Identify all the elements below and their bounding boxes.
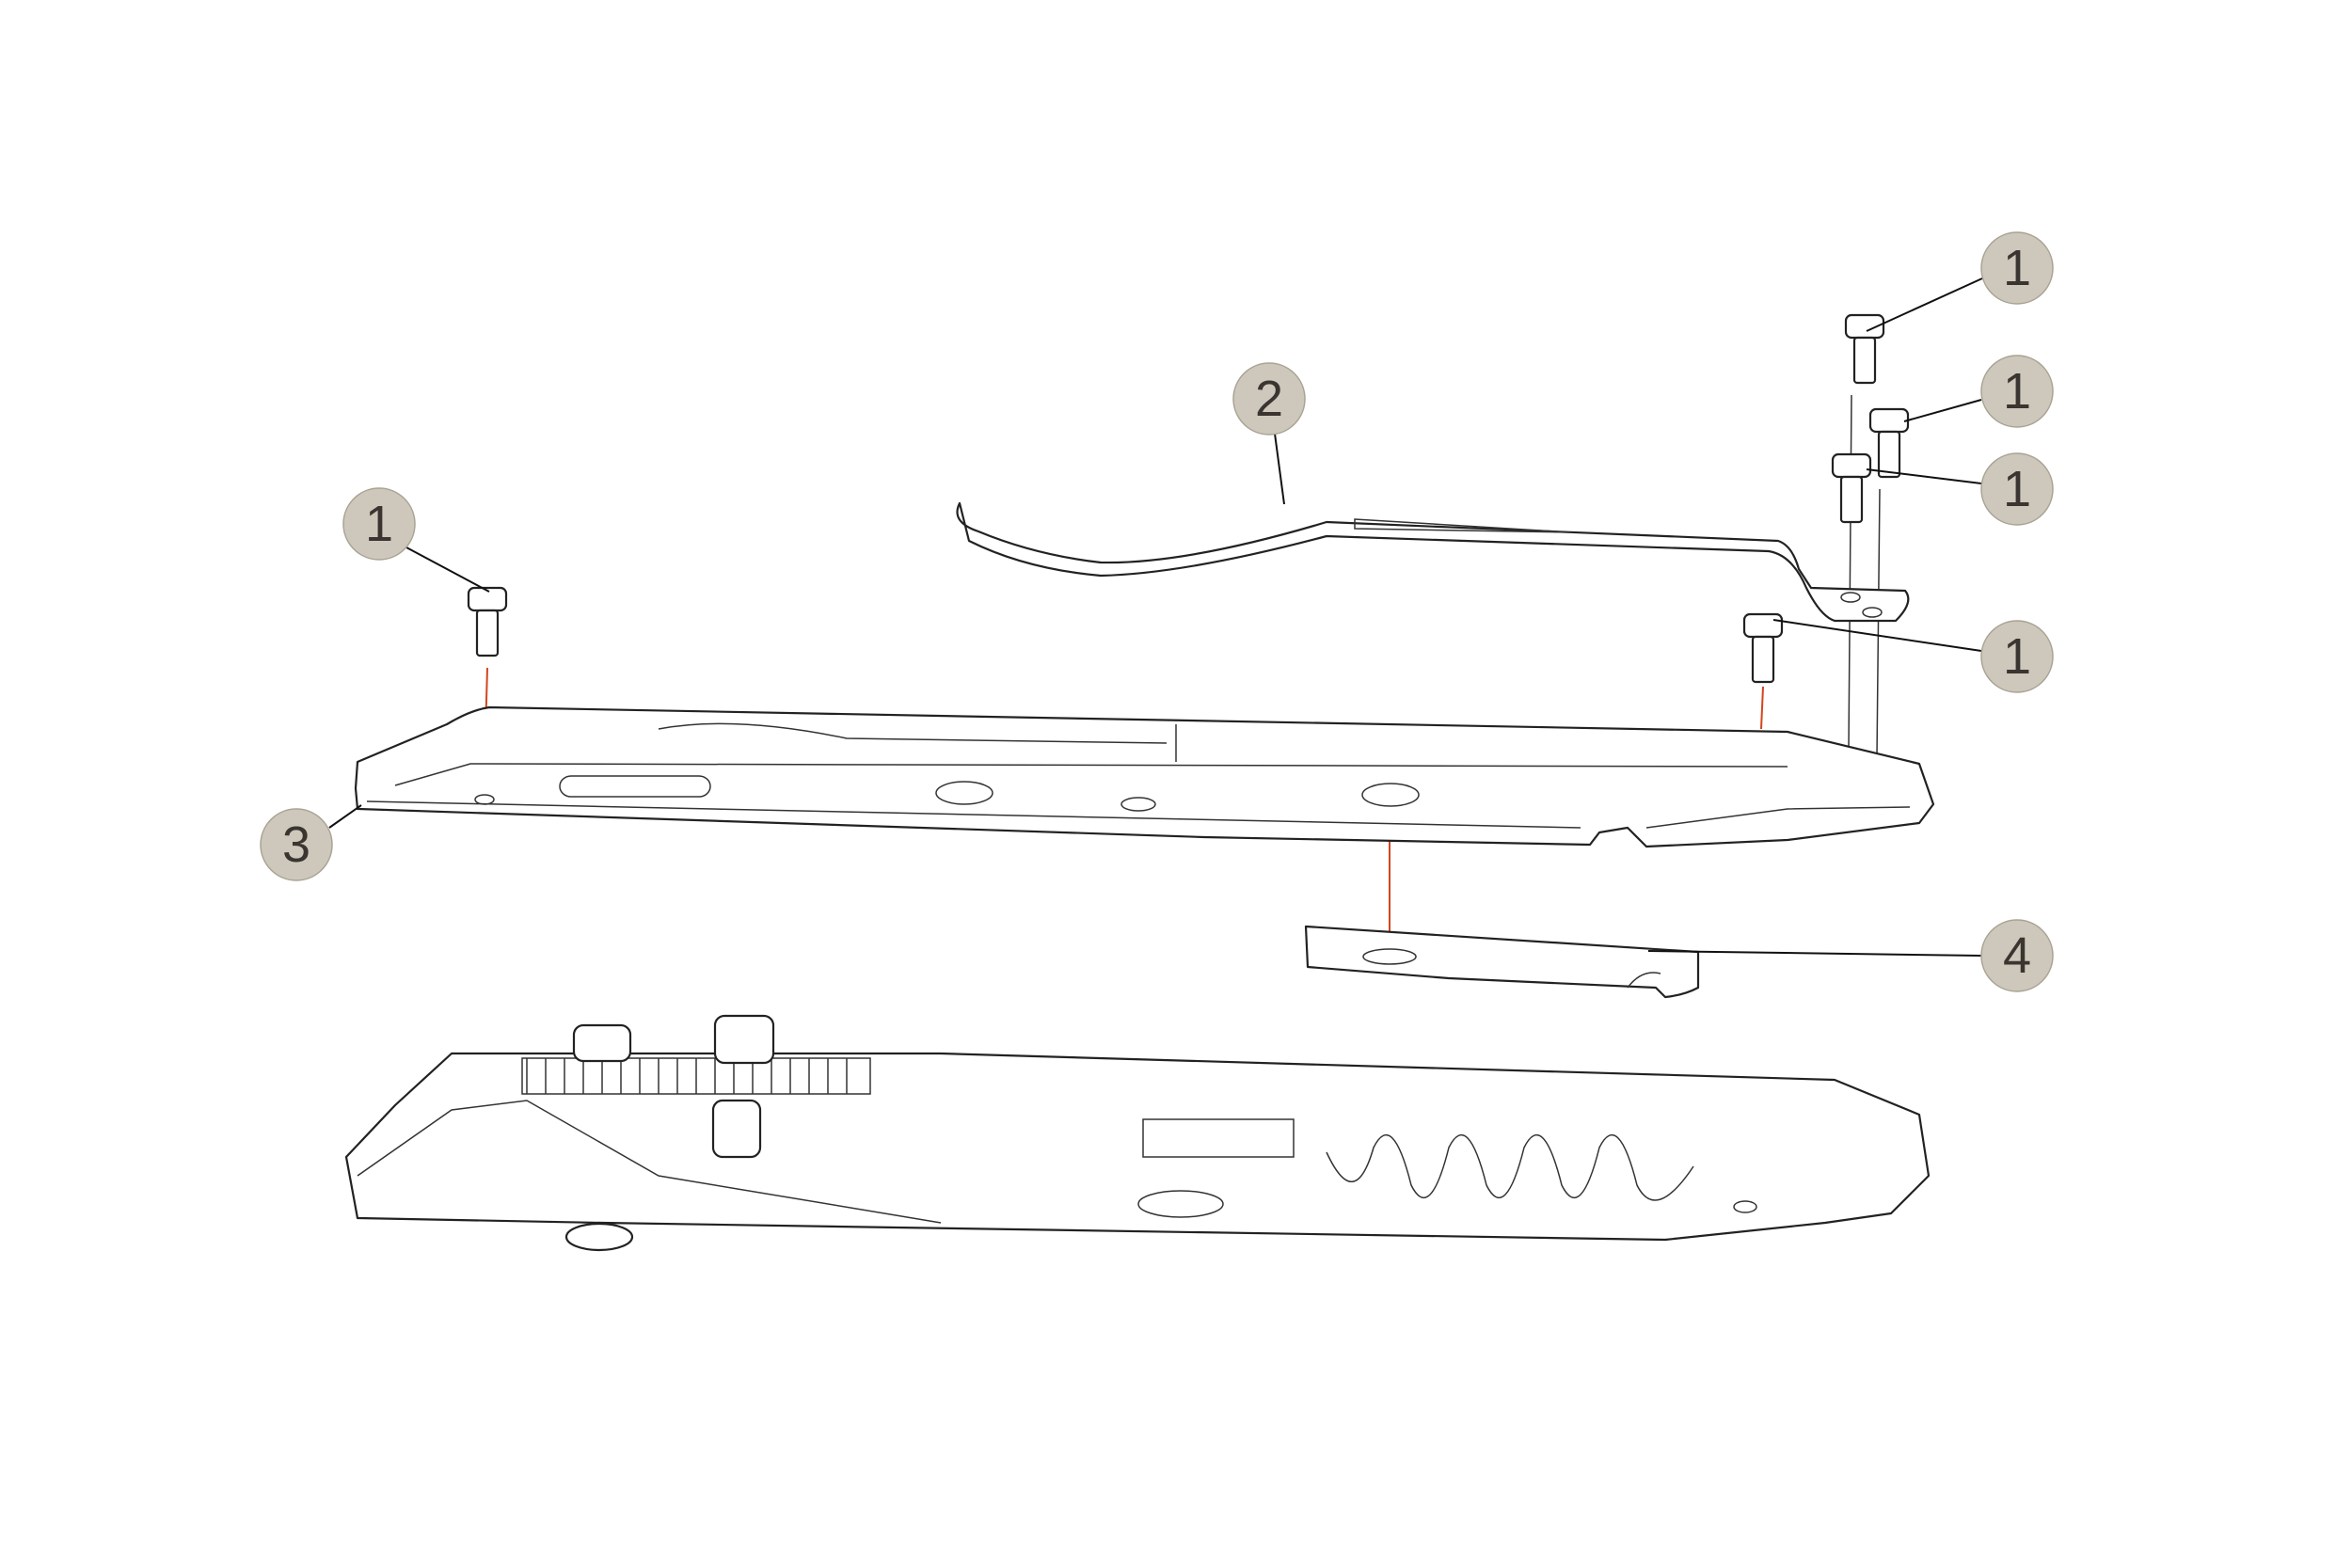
callout-label: 1 xyxy=(2003,363,2031,420)
leader-lines xyxy=(328,277,1983,957)
callout-label: 1 xyxy=(2003,628,2031,685)
callout-label: 1 xyxy=(365,496,393,552)
callout-label: 1 xyxy=(2003,240,2031,296)
callout-label: 1 xyxy=(2003,461,2031,517)
screw-mid-right xyxy=(1831,452,1872,524)
pocket-clip xyxy=(956,501,1910,623)
screw-top xyxy=(1844,313,1885,385)
callout-4: 4 xyxy=(1980,919,2054,992)
callout-label: 2 xyxy=(1255,371,1283,427)
handle-scale xyxy=(354,705,1935,848)
callout-3: 3 xyxy=(260,808,333,881)
screw-left xyxy=(467,586,508,657)
callout-1c: 1 xyxy=(1980,452,2054,526)
callout-label: 4 xyxy=(2003,927,2031,984)
callout-2: 2 xyxy=(1232,362,1306,436)
callout-1b: 1 xyxy=(1980,355,2054,428)
callout-1a: 1 xyxy=(1980,231,2054,305)
liner-lock-bar xyxy=(1304,925,1700,999)
screws xyxy=(467,313,1910,684)
callout-label: 3 xyxy=(282,816,310,873)
screw-upper-right xyxy=(1868,407,1910,479)
assembled-knife xyxy=(344,1014,1931,1252)
callout-1e: 1 xyxy=(342,487,416,561)
screw-right-lower xyxy=(1742,612,1784,684)
callout-1d: 1 xyxy=(1980,620,2054,693)
assembly-axis-lines xyxy=(483,394,1881,955)
